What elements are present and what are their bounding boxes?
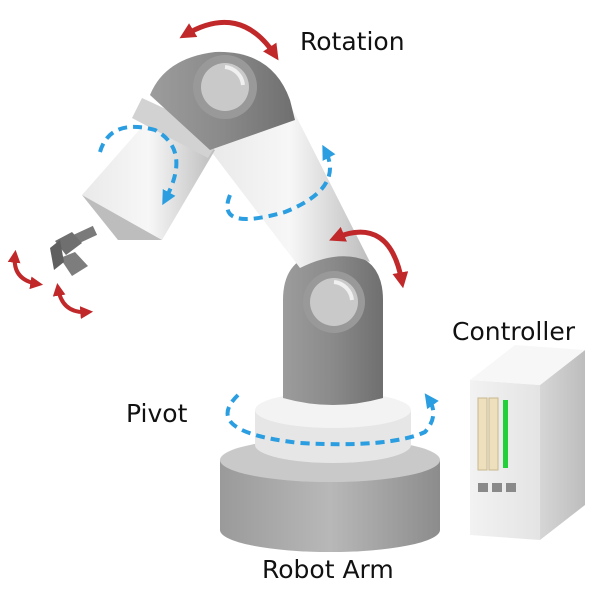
gripper-rotation-arrow-icon — [7, 249, 44, 290]
pivot-label: Pivot — [126, 399, 188, 428]
shoulder-joint — [193, 55, 257, 119]
rotation-label: Rotation — [300, 27, 405, 56]
controller-label: Controller — [452, 317, 576, 346]
upper-arm-dashed-rotation-icon — [225, 144, 336, 221]
robot-arm-label: Robot Arm — [262, 555, 394, 584]
forearm-collar — [132, 98, 222, 158]
controller-button — [506, 483, 516, 492]
controller-button — [492, 483, 502, 492]
forearm — [82, 120, 215, 240]
pivot-dashed-rotation-icon — [225, 393, 439, 447]
forearm-dashed-rotation-icon — [98, 124, 179, 206]
rotation-arrow-icon — [179, 19, 279, 61]
rotation-arrow-icon — [329, 226, 409, 289]
controller-indicator-light — [503, 400, 508, 468]
pivot-plate — [255, 392, 411, 463]
wrist-cone — [82, 195, 162, 240]
controller-cabinet — [470, 345, 585, 540]
gripper — [50, 225, 98, 276]
elbow-joint — [303, 271, 365, 333]
dashed-rotation-arrows — [98, 124, 439, 447]
gripper-rotation-arrow-icon — [52, 282, 94, 319]
controller-button — [478, 483, 488, 492]
